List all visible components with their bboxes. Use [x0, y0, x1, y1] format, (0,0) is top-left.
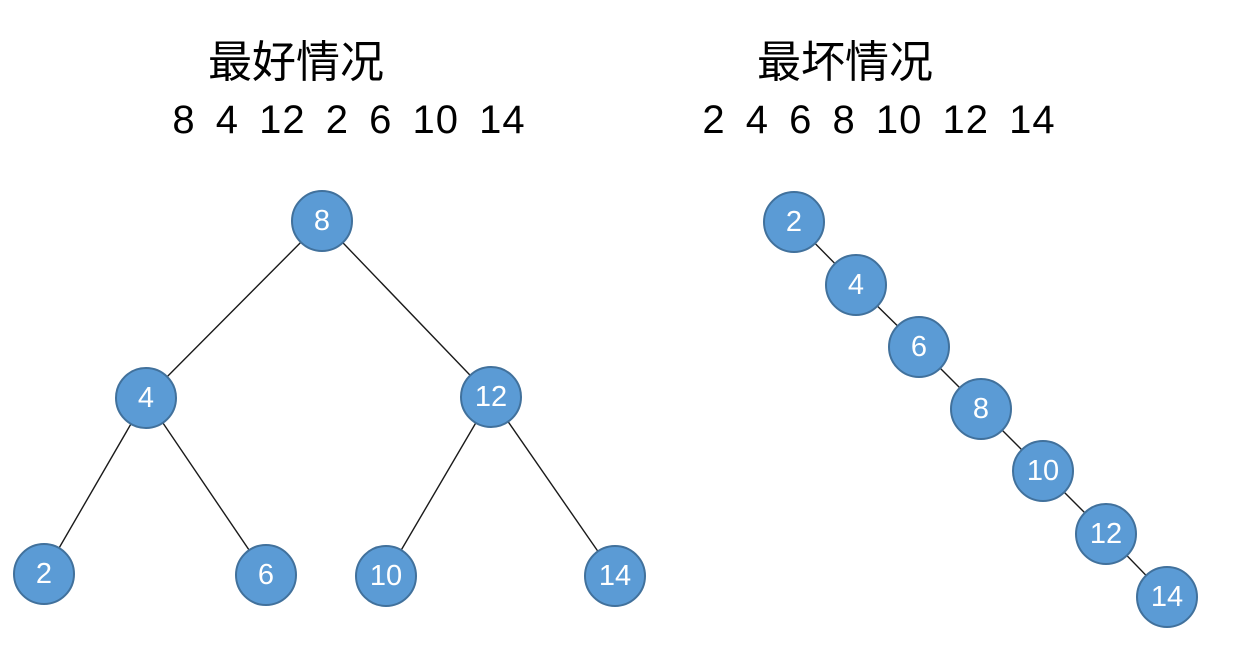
edge-best-8-12 — [321, 220, 492, 398]
tree-node-worst-4: 4 — [825, 254, 887, 316]
worst-case-sequence: 2 4 6 8 10 12 14 — [702, 98, 1056, 142]
tree-node-best-6: 6 — [235, 544, 297, 606]
tree-node-worst-14: 14 — [1136, 566, 1198, 628]
tree-node-worst-10: 10 — [1012, 440, 1074, 502]
tree-node-best-2: 2 — [13, 543, 75, 605]
tree-node-worst-6: 6 — [888, 316, 950, 378]
edge-best-12-14 — [490, 396, 616, 577]
best-case-title: 最好情况 — [208, 38, 384, 87]
tree-node-worst-8: 8 — [950, 378, 1012, 440]
edge-best-8-4 — [145, 220, 323, 399]
edge-best-12-10 — [385, 396, 492, 577]
tree-node-best-8: 8 — [291, 190, 353, 252]
best-case-sequence: 8 4 12 2 6 10 14 — [172, 98, 526, 142]
tree-node-best-4: 4 — [115, 367, 177, 429]
worst-case-title: 最坏情况 — [757, 38, 933, 87]
tree-node-worst-12: 12 — [1075, 503, 1137, 565]
tree-node-worst-2: 2 — [763, 191, 825, 253]
tree-node-best-12: 12 — [460, 366, 522, 428]
edge-best-4-6 — [145, 397, 267, 576]
tree-node-best-10: 10 — [355, 545, 417, 607]
tree-node-best-14: 14 — [584, 545, 646, 607]
edge-best-4-2 — [43, 397, 147, 575]
